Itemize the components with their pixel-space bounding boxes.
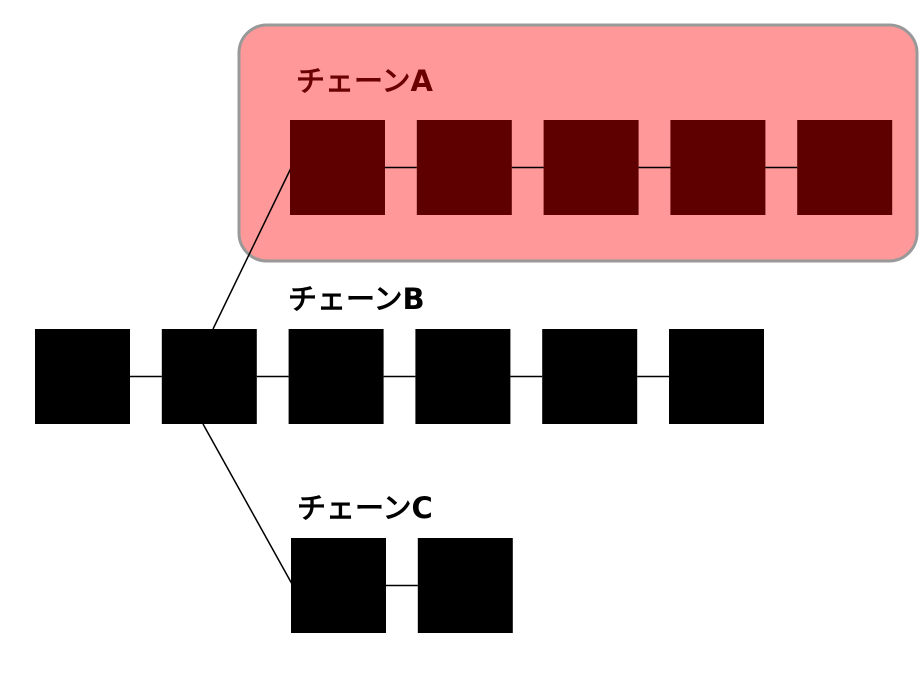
chain-c-block xyxy=(417,538,513,633)
chain-a-block xyxy=(797,120,893,215)
chain-b-block xyxy=(542,329,638,424)
chain-a xyxy=(290,120,893,215)
fork-connector-to-chain-a xyxy=(212,167,292,330)
chain-b-block xyxy=(288,329,384,424)
chain-b-block xyxy=(35,329,130,424)
fork-connector-to-chain-c xyxy=(202,423,293,585)
chain-c-label: チェーンC xyxy=(297,491,433,525)
chain-a-block xyxy=(670,120,766,215)
chain-b-label: チェーンB xyxy=(288,282,425,316)
chain-b-block xyxy=(669,329,764,424)
chain-b-block xyxy=(161,329,257,424)
chain-c-block xyxy=(291,538,386,633)
chain-c xyxy=(291,538,513,633)
chain-a-block xyxy=(290,120,385,215)
chain-a-block xyxy=(416,120,512,215)
chain-b-block xyxy=(415,329,511,424)
chain-a-label: チェーンA xyxy=(296,64,434,98)
chain-b xyxy=(35,329,764,424)
chain-a-block xyxy=(543,120,639,215)
